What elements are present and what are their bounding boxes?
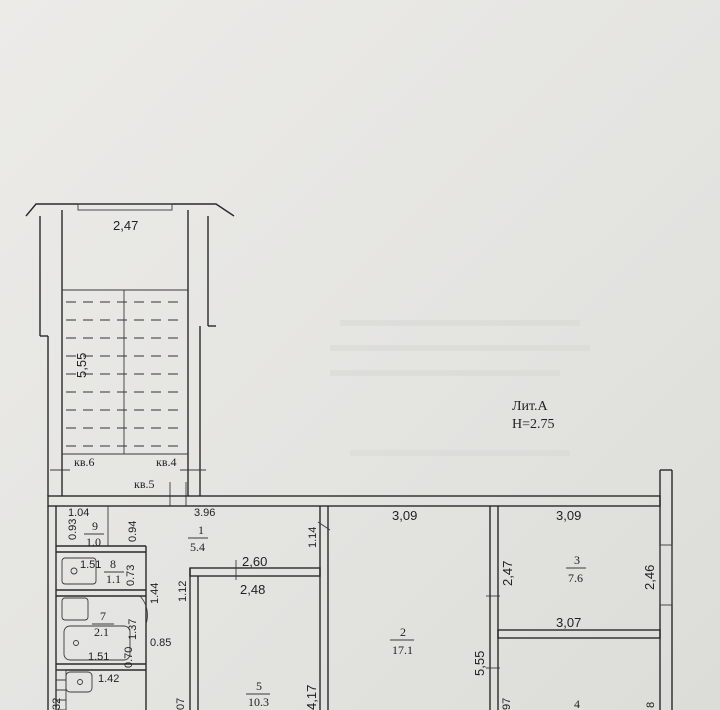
- dim-3-09-b: 3,09: [556, 508, 581, 523]
- svg-text:2.1: 2.1: [94, 625, 109, 639]
- room-4: 4: [574, 697, 580, 710]
- dim-1-51-b: 1.51: [88, 651, 109, 663]
- svg-text:4: 4: [574, 697, 580, 710]
- svg-text:7: 7: [100, 609, 106, 623]
- dim-2-47: 2,47: [500, 561, 515, 586]
- litera-label: Лит.А: [512, 399, 549, 414]
- svg-text:7.6: 7.6: [568, 571, 583, 585]
- svg-text:5: 5: [256, 679, 262, 693]
- dim-0-94: 0.94: [127, 521, 139, 542]
- dim-1-37: 1.37: [127, 619, 139, 640]
- dim-2-46: 2,46: [642, 565, 657, 590]
- dim-1-14: 1.14: [307, 527, 319, 548]
- svg-text:3: 3: [574, 553, 580, 567]
- dim-0-73: 0.73: [125, 565, 137, 586]
- dim-1-04: 1.04: [68, 507, 89, 519]
- apartment-label-kv6: кв.6: [74, 455, 95, 469]
- svg-text:1.0: 1.0: [86, 535, 101, 549]
- stair-length-dim: 5,55: [74, 353, 89, 378]
- dim-3-96: 3.96: [194, 507, 215, 519]
- dim-1-12: 1.12: [177, 581, 189, 602]
- apartment-label-kv5: кв.5: [134, 477, 155, 491]
- room-7: 7 2.1: [92, 609, 114, 639]
- room-1: 1 5.4: [188, 523, 208, 554]
- dim-0-70: 0.70: [123, 647, 135, 668]
- dim-4-17: 4,17: [304, 685, 319, 710]
- svg-text:5.4: 5.4: [190, 540, 205, 554]
- svg-text:2: 2: [400, 625, 406, 639]
- dim-07: 07: [175, 698, 187, 710]
- dim-1-42: 1.42: [98, 673, 119, 685]
- dim-5-55-b: 5,55: [472, 651, 487, 676]
- room-5: 5 10.3: [246, 679, 270, 709]
- stairwell: [25, 203, 235, 506]
- stair-width-dim: 2,47: [113, 218, 138, 233]
- dim-3-09-a: 3,09: [392, 508, 417, 523]
- svg-text:10.3: 10.3: [248, 695, 269, 709]
- dim-0-93: 0.93: [67, 519, 79, 540]
- room-2: 2 17.1: [390, 625, 414, 657]
- background-ghost-text: [330, 320, 590, 456]
- apartment-walls: [47, 469, 673, 710]
- room-9: 9 1.0: [84, 519, 104, 549]
- apartment-label-kv4: кв.4: [156, 455, 177, 469]
- dim-8: 8: [645, 702, 657, 708]
- dim-97: 97: [501, 698, 513, 710]
- ceiling-height-label: H=2.75: [512, 417, 555, 432]
- dim-3-07: 3,07: [556, 615, 581, 630]
- dim-1-44: 1.44: [149, 583, 161, 604]
- svg-text:8: 8: [110, 557, 116, 571]
- svg-text:1.1: 1.1: [106, 572, 121, 586]
- dim-2-48: 2,48: [240, 582, 265, 597]
- room-8: 8 1.1: [104, 557, 124, 586]
- dim-32: 32: [51, 698, 63, 710]
- dim-2-60: 2,60: [242, 554, 267, 569]
- dim-1-51-a: 1.51: [80, 559, 101, 571]
- dim-0-85: 0.85: [150, 637, 171, 649]
- svg-text:17.1: 17.1: [392, 643, 413, 657]
- room-3: 3 7.6: [566, 553, 586, 585]
- svg-text:9: 9: [92, 519, 98, 533]
- svg-text:1: 1: [198, 523, 204, 537]
